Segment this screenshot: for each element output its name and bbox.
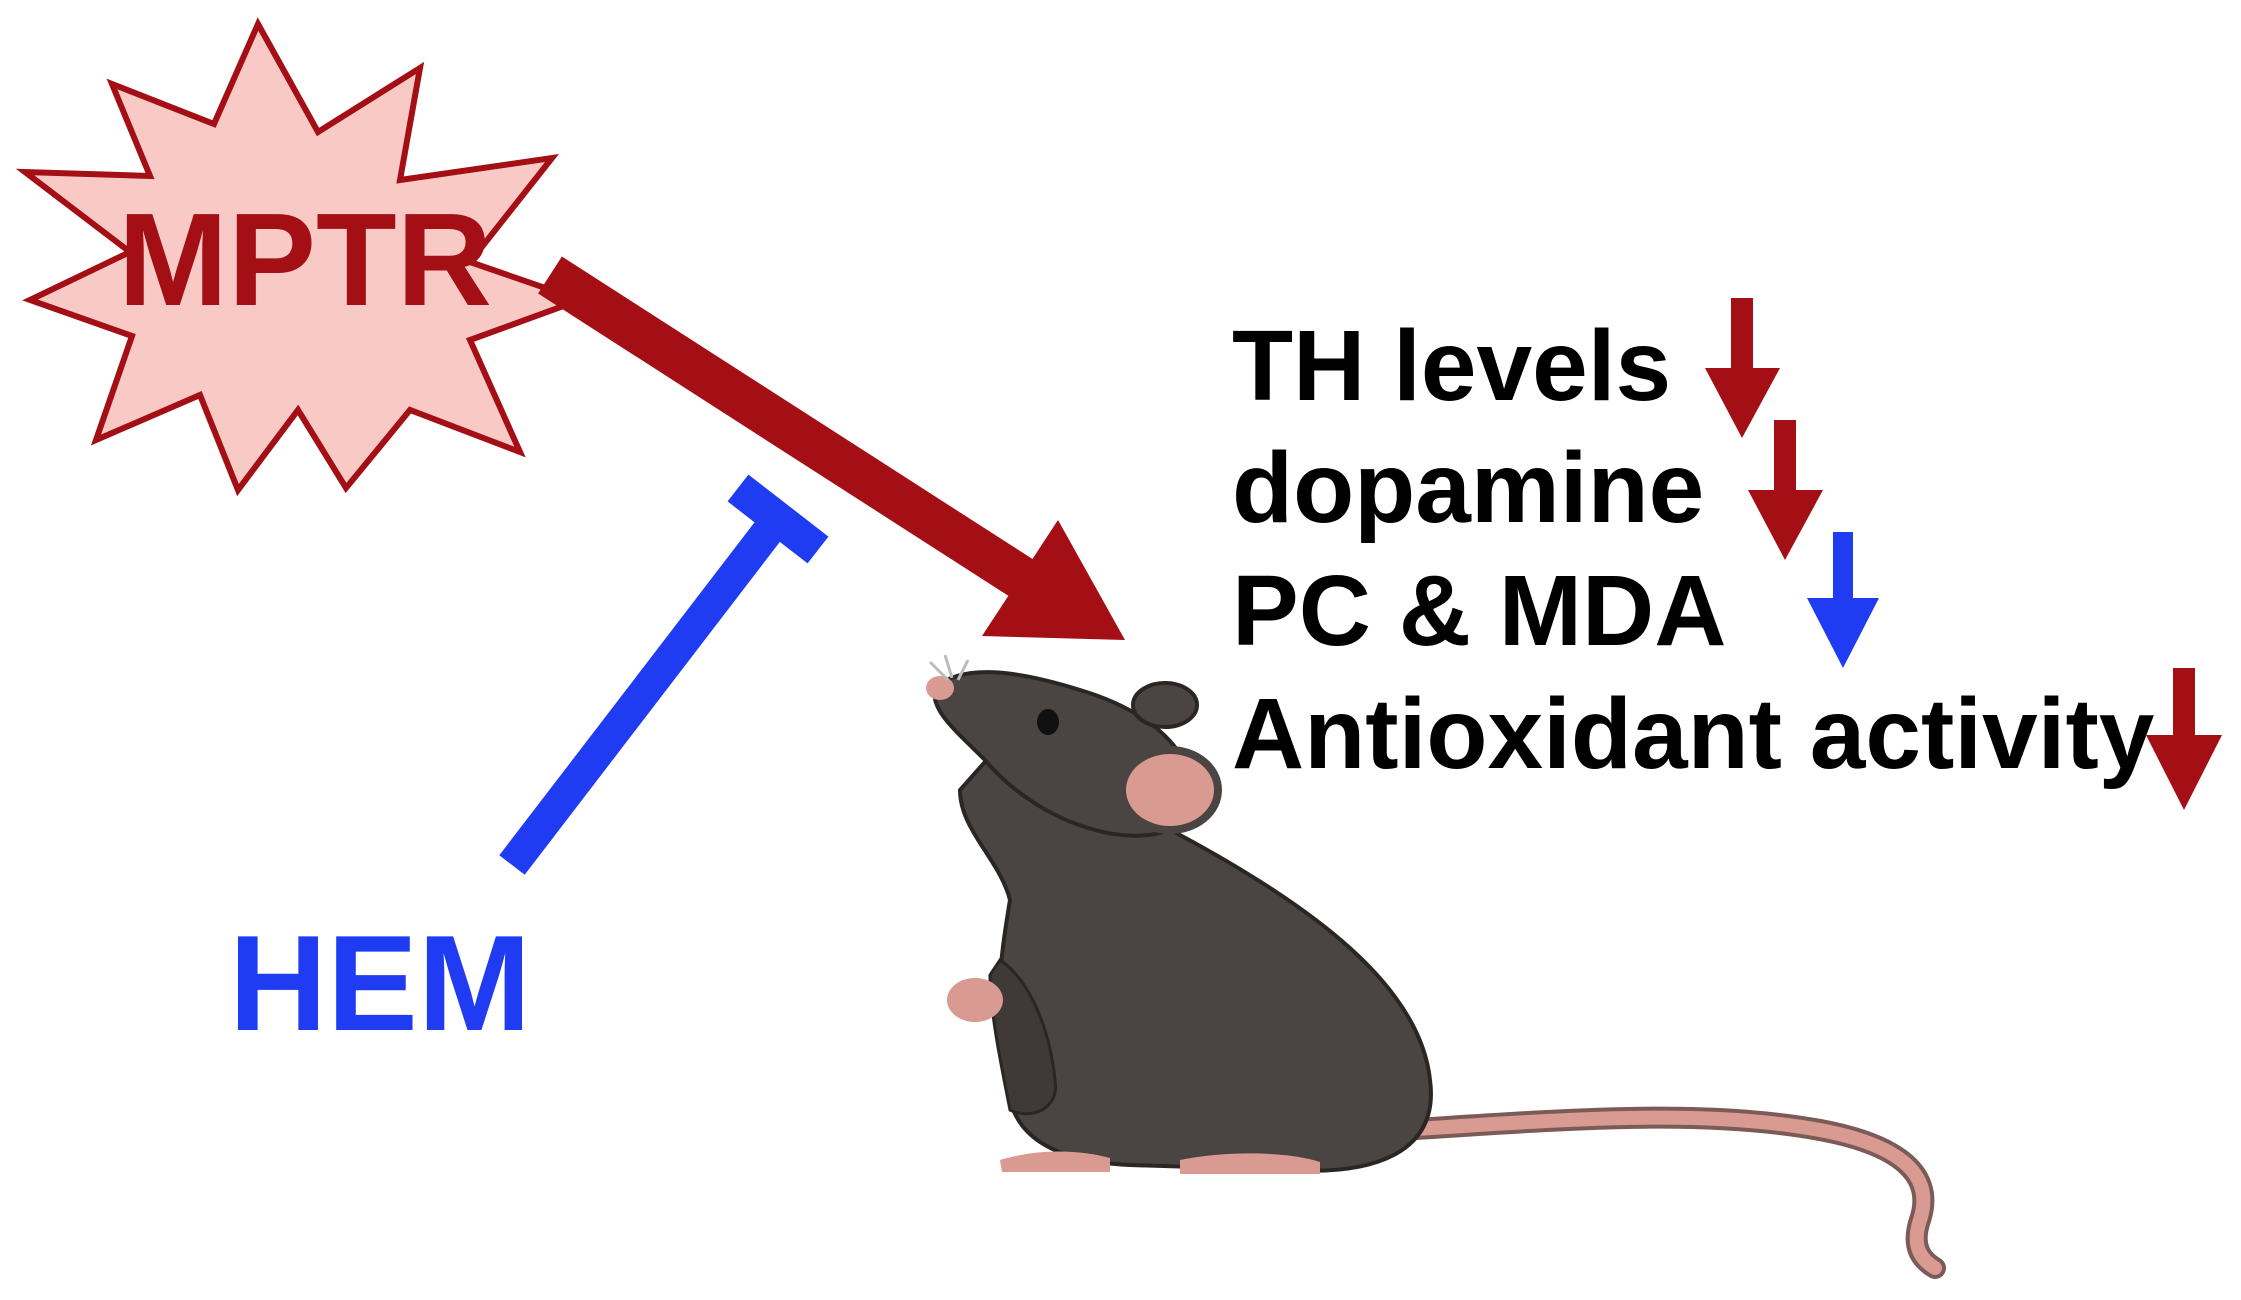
mouse-tail-fill — [1393, 1110, 1942, 1275]
mouse-ear-front — [1118, 746, 1222, 834]
mouse-front-foot — [1180, 1153, 1320, 1174]
arrow-pc-mda-head — [1807, 598, 1879, 668]
mouse-body — [957, 742, 1433, 1173]
mouse-whiskers — [928, 654, 970, 682]
effect-label-pc-mda: PC & MDA — [1232, 555, 1726, 667]
effect-label-th-levels: TH levels — [1232, 310, 1671, 422]
inhibition-line-bar — [727, 474, 829, 564]
activation-arrow-shaft — [538, 256, 1052, 609]
mouse-hind-paw — [1000, 1151, 1110, 1172]
activation-arrow — [538, 256, 1125, 640]
down-arrow-icon — [2146, 668, 2222, 810]
arrow-dopamine-head — [1748, 490, 1823, 560]
mouse-front-arm — [988, 957, 1057, 1116]
arrow-th-head — [1705, 368, 1780, 438]
down-arrow-icon — [1807, 532, 1879, 668]
mptr-label: MPTR — [118, 186, 492, 333]
inhibition-line — [499, 474, 829, 875]
mouse-icon — [926, 654, 1946, 1279]
mouse-eye — [1037, 709, 1059, 735]
mouse-nose — [926, 676, 954, 700]
inhibition-line-shaft — [499, 508, 791, 875]
activation-arrow-head — [982, 520, 1125, 640]
mouse-front-paw — [947, 978, 1003, 1022]
arrow-antioxidant-head — [2146, 735, 2222, 810]
mouse-ear-back — [1131, 681, 1199, 729]
mptr-burst: MPTR — [15, 17, 589, 497]
down-arrow-icon — [1705, 298, 1780, 438]
effects-list: TH levels dopamine PC & MDA Antioxidant … — [1232, 310, 2155, 790]
burst-shape — [15, 17, 589, 497]
effect-label-dopamine: dopamine — [1232, 432, 1704, 544]
effect-label-antioxidant: Antioxidant activity — [1232, 678, 2155, 790]
hem-label: HEM — [229, 907, 531, 1059]
down-arrow-icon — [1748, 420, 1823, 560]
